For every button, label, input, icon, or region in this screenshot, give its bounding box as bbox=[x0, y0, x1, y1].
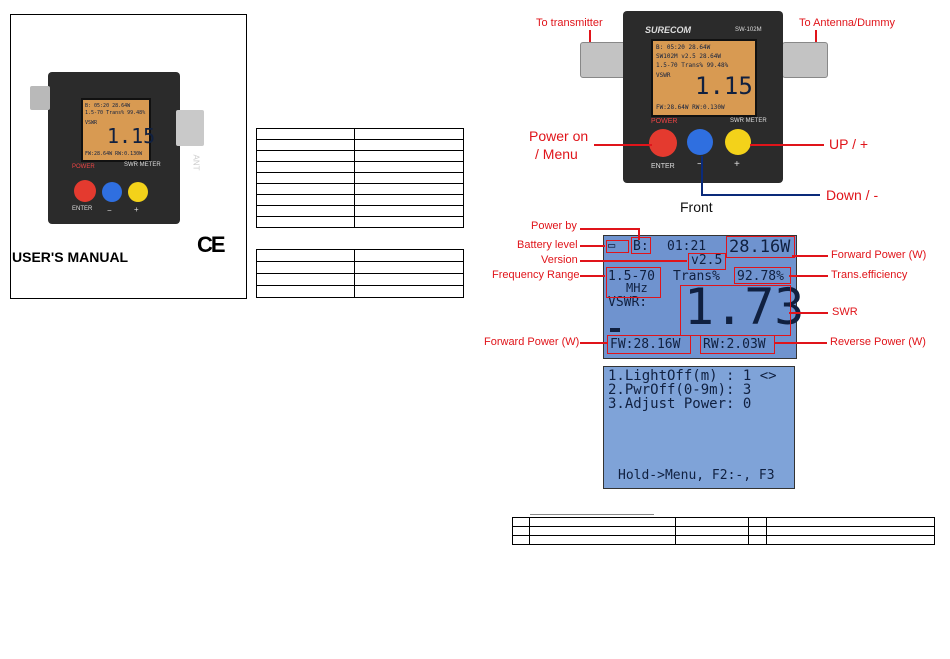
front-lcd-line: VSWR bbox=[656, 72, 671, 79]
fw-value: FW:28.16W bbox=[610, 337, 681, 352]
front-lcd-line: B: 05:20 28.64W bbox=[656, 44, 711, 51]
label-forward-power-left: Forward Power (W) bbox=[484, 336, 580, 348]
freq-range-2: MHz bbox=[626, 281, 648, 295]
battery-icon: ▭ bbox=[608, 238, 616, 252]
power-menu-button[interactable] bbox=[649, 129, 677, 157]
label-frequency-range: Frequency Range bbox=[492, 269, 580, 281]
front-lcd-swr: 1.15 bbox=[695, 72, 753, 100]
front-minus-label: − bbox=[697, 159, 703, 170]
cover-lcd-swr: 1.15 bbox=[107, 124, 156, 148]
spec-table-1 bbox=[256, 128, 464, 228]
right-connector bbox=[176, 110, 204, 146]
cover-lcd: B: 05:20 28.64W 1.5-70 Trans% 99.48% VSW… bbox=[81, 98, 155, 162]
freq-range-1: 1.5-70 bbox=[608, 269, 655, 284]
front-lcd-line: 1.5-70 Trans% 99.48% bbox=[656, 62, 729, 69]
spec-table-2 bbox=[256, 249, 464, 298]
front-caption: Front bbox=[680, 199, 713, 215]
menu-line-2: 2.PwrOff(0-9m): 3 bbox=[608, 382, 752, 398]
label-forward-power-right: Forward Power (W) bbox=[831, 249, 927, 261]
menu-line-3: 3.Adjust Power: 0 bbox=[608, 396, 752, 412]
manual-title: USER'S MANUAL bbox=[12, 249, 129, 265]
power-by-value: B: bbox=[633, 239, 649, 254]
trans-value: 92.78% bbox=[737, 269, 784, 284]
bottom-table bbox=[512, 517, 935, 545]
rw-value: RW:2.03W bbox=[703, 337, 766, 352]
manual-cover bbox=[10, 14, 247, 299]
cover-plus-label: + bbox=[134, 205, 139, 214]
front-device-photo: SURECOM SW-102M B: 05:20 28.64W SW102M v… bbox=[623, 11, 783, 183]
label-up: UP / + bbox=[829, 136, 869, 152]
label-trans-efficiency: Trans.efficiency bbox=[831, 269, 908, 281]
cover-device-photo: B: 05:20 28.64W 1.5-70 Trans% 99.48% VSW… bbox=[30, 72, 204, 224]
brand-logo: SURECOM bbox=[645, 25, 692, 35]
cover-enter-label: ENTER bbox=[72, 206, 93, 212]
ce-mark: CE bbox=[197, 232, 226, 257]
front-lcd-line: SW102M v2.5 28.64W bbox=[656, 53, 722, 60]
swr-value: 1.73 bbox=[684, 278, 805, 336]
cover-minus-label: − bbox=[107, 206, 112, 215]
left-connector bbox=[30, 86, 50, 110]
cover-minus-button[interactable] bbox=[102, 182, 122, 202]
cover-plus-button[interactable] bbox=[128, 182, 148, 202]
cover-lcd-line: 1.5-70 Trans% 99.48% bbox=[85, 110, 146, 116]
front-meter-label: SWR METER bbox=[730, 118, 767, 124]
time-value: 01:21 bbox=[667, 239, 707, 254]
antenna-connector bbox=[782, 42, 828, 78]
label-version: Version bbox=[541, 254, 578, 266]
up-plus-button[interactable] bbox=[725, 129, 751, 155]
label-power-on: Power on bbox=[529, 128, 589, 144]
forward-power-top: 28.16W bbox=[729, 237, 791, 257]
menu-footer: Hold->Menu, F2:-, F3 bbox=[618, 468, 775, 483]
front-power-label: POWER bbox=[651, 118, 678, 125]
transmitter-connector bbox=[580, 42, 626, 78]
label-menu: / Menu bbox=[535, 146, 578, 162]
front-lcd-line: FW:28.64W RW:0.130W bbox=[656, 104, 725, 111]
front-lcd: B: 05:20 28.64W SW102M v2.5 28.64W 1.5-7… bbox=[651, 39, 757, 117]
label-reverse-power: Reverse Power (W) bbox=[830, 336, 926, 348]
model-label: SW-102M bbox=[735, 27, 762, 33]
cover-lcd-line: VSWR bbox=[85, 120, 98, 126]
lcd-detail-screen: ▭ B: 01:21 28.16W v2.5 1.5-70 MHz Trans%… bbox=[603, 235, 804, 359]
label-down: Down / - bbox=[826, 187, 879, 203]
menu-screen: 1.LightOff(m) : 1 <> 2.PwrOff(0-9m): 3 3… bbox=[603, 366, 795, 489]
cover-lcd-line: B: 05:20 28.64W bbox=[85, 103, 131, 109]
cover-lcd-line: FW:28.64W RW:0.130W bbox=[85, 151, 143, 157]
label-power-by: Power by bbox=[531, 220, 577, 232]
trans-label: Trans% bbox=[673, 269, 720, 284]
signal-bar bbox=[610, 328, 620, 332]
label-battery-level: Battery level bbox=[517, 239, 578, 251]
cover-power-label: POWER bbox=[72, 164, 95, 170]
version-value: v2.5 bbox=[691, 253, 723, 268]
menu-line-1: 1.LightOff(m) : 1 <> bbox=[608, 368, 777, 384]
cover-meter-label: SWR METER bbox=[124, 162, 161, 168]
label-to-transmitter: To transmitter bbox=[536, 17, 603, 29]
label-to-antenna: To Antenna/Dummy bbox=[799, 17, 895, 29]
vswr-label: VSWR: bbox=[608, 295, 648, 310]
front-enter-label: ENTER bbox=[651, 163, 675, 170]
label-swr: SWR bbox=[832, 306, 858, 318]
ant-label: ANT bbox=[191, 154, 201, 171]
cover-power-button[interactable] bbox=[74, 180, 96, 202]
front-plus-label: + bbox=[734, 159, 740, 170]
down-minus-button[interactable] bbox=[687, 129, 713, 155]
